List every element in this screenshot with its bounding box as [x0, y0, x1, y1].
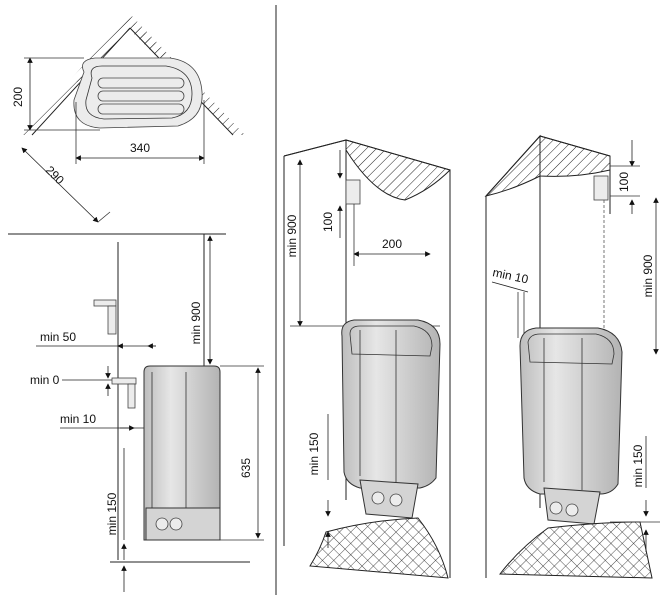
corner-left-ceiling-hatch	[345, 139, 451, 201]
control-knob[interactable]	[565, 503, 579, 517]
corner-right-heater	[519, 327, 623, 495]
dim-depth-label: 200	[11, 87, 25, 107]
dim-diagonal-label: 290	[43, 163, 67, 187]
corner-left-200-label: 200	[382, 237, 402, 251]
top-view: 200 340 290	[11, 14, 245, 223]
side-min-10-label: min 10	[60, 412, 96, 426]
side-heater-body	[143, 365, 221, 541]
control-knob[interactable]	[549, 501, 563, 515]
corner-left-100-label: 100	[321, 212, 335, 232]
corner-right-min-150-label: min 150	[631, 444, 645, 487]
control-knob[interactable]	[371, 491, 385, 505]
side-view: min 900 min 50 min 0 min 10 635	[8, 233, 264, 592]
corner-left-floor-hatch	[309, 517, 449, 579]
corner-left-min-150-label: min 150	[307, 432, 321, 475]
side-min-0-label: min 0	[30, 373, 60, 387]
heating-element	[97, 77, 185, 89]
corner-right-ceiling-hatch	[484, 134, 541, 197]
side-min-150-label: min 150	[105, 492, 119, 535]
corner-right-min-900-label: min 900	[641, 254, 655, 297]
side-635-label: 635	[239, 458, 253, 478]
corner-view-left: 100 200 min 900 min 150	[283, 139, 451, 579]
dim-width-label: 340	[130, 141, 150, 155]
control-box	[345, 179, 361, 205]
corner-left-heater	[341, 319, 441, 489]
corner-left-min-900-label: min 900	[285, 214, 299, 257]
heating-element	[97, 103, 185, 115]
wall-bracket	[93, 299, 117, 307]
control-knob[interactable]	[389, 493, 403, 507]
control-box	[593, 175, 609, 201]
corner-right-100-label: 100	[617, 172, 631, 192]
corner-right-floor-hatch	[499, 521, 653, 579]
side-min-50-label: min 50	[40, 330, 76, 344]
heating-element	[97, 90, 185, 102]
corner-left-base	[359, 479, 419, 519]
control-knob[interactable]	[155, 517, 169, 531]
corner-view-right: 100 min 900 min 10 min 150	[484, 134, 660, 579]
control-knob[interactable]	[169, 517, 183, 531]
side-min-900-label: min 900	[189, 301, 203, 344]
top-view-wall-hatch-left	[20, 14, 130, 135]
